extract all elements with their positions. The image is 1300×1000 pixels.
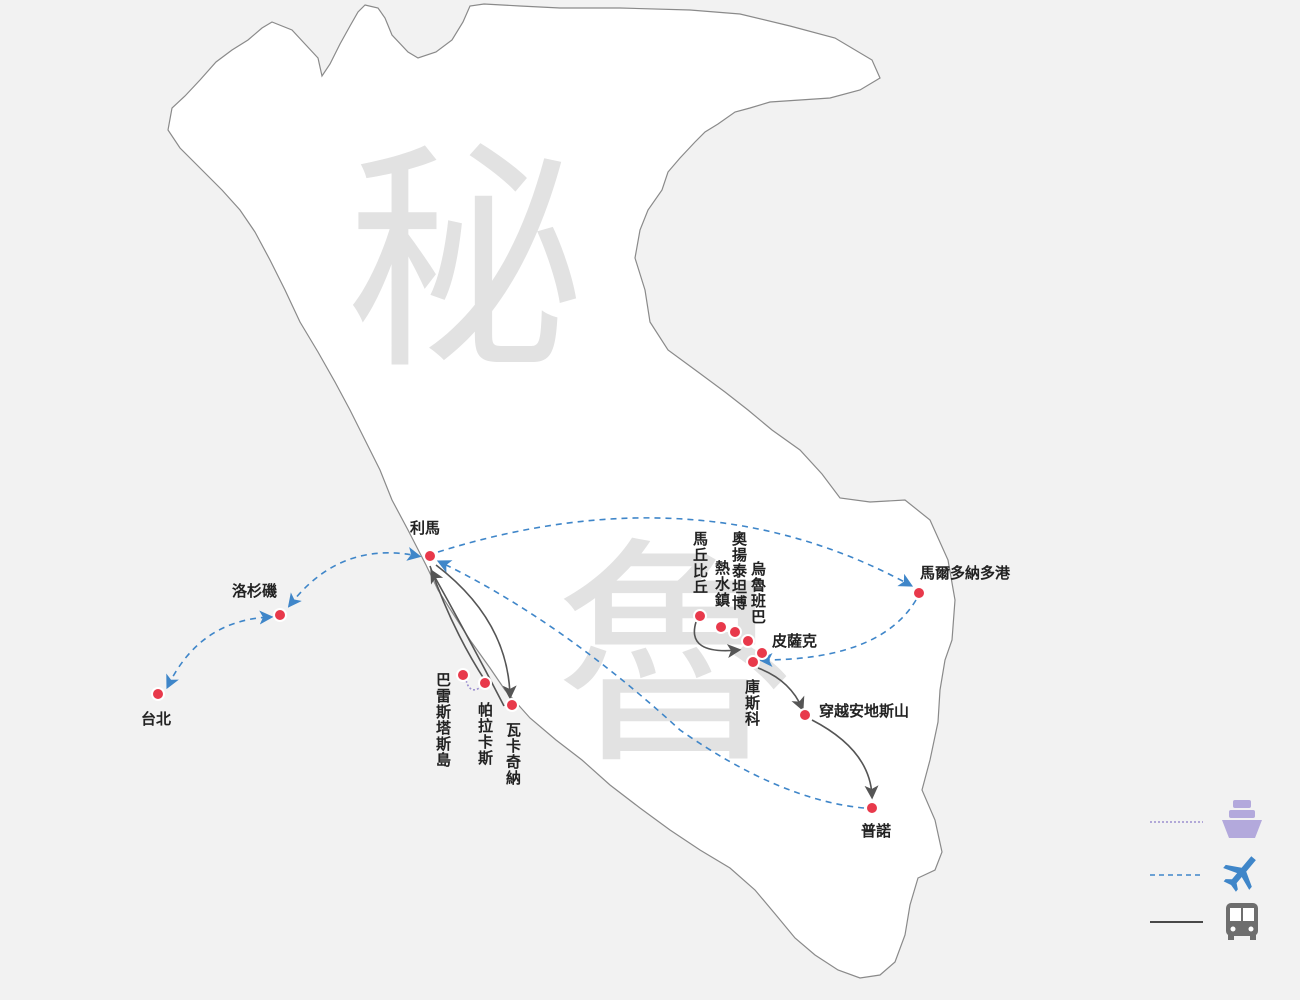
legend xyxy=(1150,800,1262,940)
marker-andes-crossing[interactable] xyxy=(798,708,812,722)
boat-routes xyxy=(465,679,483,691)
label-ballestas: 巴雷斯塔斯島 xyxy=(434,672,452,768)
route-machupicchu-cusco xyxy=(693,621,742,658)
label-paracas: 帕拉卡斯 xyxy=(476,701,494,766)
route-lima-huacachina xyxy=(435,564,517,700)
airplane-icon xyxy=(1223,856,1256,892)
marker-huacachina[interactable] xyxy=(505,698,519,712)
bus-icon xyxy=(1226,903,1258,940)
route-paracas-lima xyxy=(429,565,487,683)
label-machu-picchu: 馬丘比丘 xyxy=(691,531,709,595)
marker-paracas[interactable] xyxy=(478,676,492,690)
label-ollantaytambo: 奧揚泰坦博 xyxy=(730,530,748,611)
marker-ollantaytambo[interactable] xyxy=(728,625,742,639)
label-puerto-maldonado: 馬爾多納多港 xyxy=(920,564,1011,582)
marker-los-angeles[interactable] xyxy=(273,608,287,622)
label-aguas-calientes: 熱水鎮 xyxy=(713,559,731,608)
route-huacachina-lima xyxy=(430,568,505,707)
place-markers xyxy=(151,549,926,815)
ship-icon xyxy=(1222,800,1262,838)
marker-machu-picchu[interactable] xyxy=(693,609,707,623)
marker-puno[interactable] xyxy=(865,801,879,815)
marker-lima[interactable] xyxy=(423,549,437,563)
ground-routes xyxy=(429,564,879,800)
route-puno-lima xyxy=(436,560,865,809)
label-taipei: 台北 xyxy=(141,710,171,728)
flight-routes xyxy=(166,517,917,809)
label-los-angeles: 洛杉磯 xyxy=(232,582,277,600)
marker-ballestas[interactable] xyxy=(456,668,470,682)
marker-taipei[interactable] xyxy=(151,687,165,701)
peru-outline xyxy=(167,3,956,979)
marker-urubamba[interactable] xyxy=(741,634,755,648)
label-urubamba: 烏魯班巴 xyxy=(749,560,767,625)
marker-pisac[interactable] xyxy=(755,646,769,660)
route-puertomaldonado-cusco xyxy=(758,599,917,667)
route-cusco-andes xyxy=(757,667,805,712)
marker-aguas-calientes[interactable] xyxy=(714,620,728,634)
country-title-char-1: 秘 xyxy=(345,122,585,402)
route-taipei-losangeles xyxy=(166,610,274,690)
label-puno: 普諾 xyxy=(861,822,891,840)
label-pisac: 皮薩克 xyxy=(772,632,817,650)
route-andes-puno xyxy=(811,719,879,800)
marker-puerto-maldonado[interactable] xyxy=(912,586,926,600)
route-losangeles-lima xyxy=(287,547,422,608)
label-lima: 利馬 xyxy=(410,519,440,537)
marker-cusco[interactable] xyxy=(746,655,760,669)
route-paracas-ballestas xyxy=(465,679,483,691)
label-cusco: 庫斯科 xyxy=(743,678,761,727)
label-huacachina: 瓦卡奇納 xyxy=(504,722,522,786)
label-andes-crossing: 穿越安地斯山 xyxy=(819,702,909,720)
route-lima-puertomaldonado xyxy=(437,517,914,587)
